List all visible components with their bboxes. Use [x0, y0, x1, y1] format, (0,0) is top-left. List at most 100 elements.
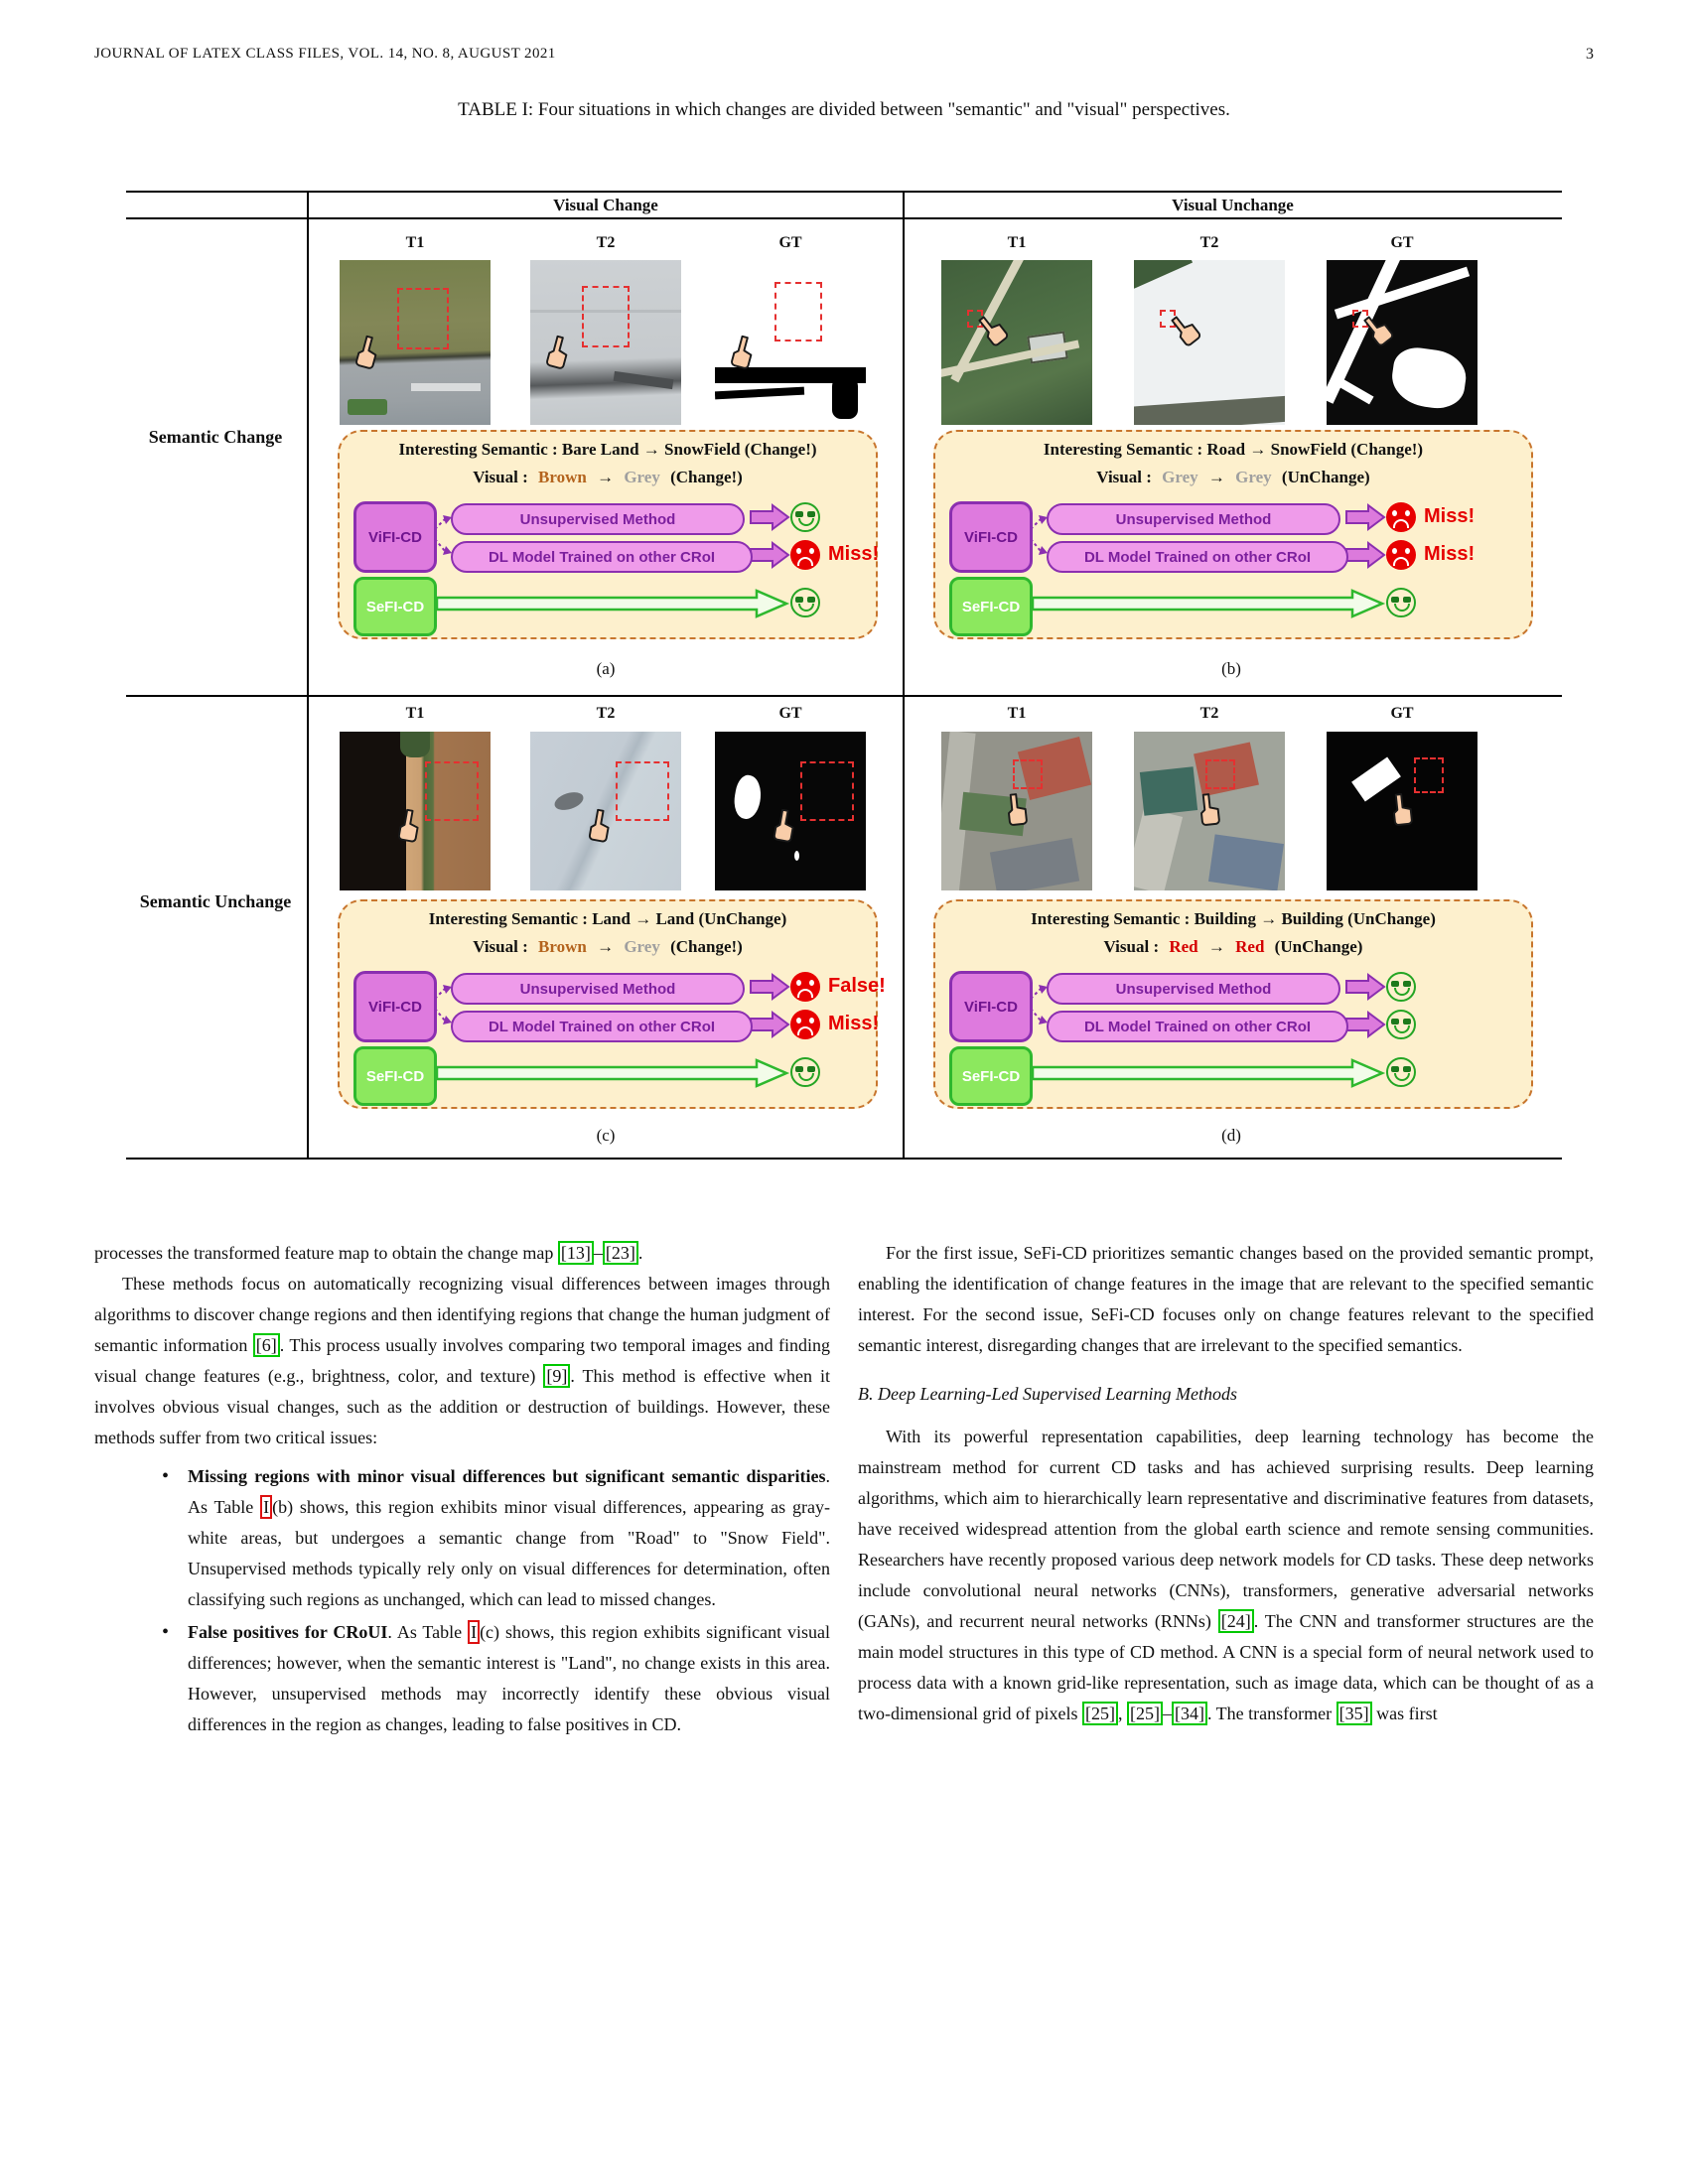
visual-from: Red [1169, 937, 1198, 956]
mask-shape [1388, 344, 1470, 412]
method-capsule-dl-model: DL Model Trained on other CRoI [1047, 1011, 1348, 1042]
outcome-note: Miss! [828, 1013, 880, 1034]
image-label-t2: T2 [596, 234, 616, 251]
image-label-t1: T1 [405, 234, 425, 251]
image-label-t2: T2 [1199, 234, 1219, 251]
roi-box [1414, 757, 1444, 793]
visual-to: Grey [624, 937, 660, 956]
image-label-t2: T2 [596, 705, 616, 722]
table-ref-link[interactable]: I [260, 1495, 273, 1519]
diagram-panel-a: Interesting Semantic : Bare Land → SnowF… [338, 430, 879, 639]
arrow-glyph: → [597, 937, 615, 956]
arrow-glyph: → [1207, 937, 1225, 956]
outcome-face-icon [1386, 540, 1416, 570]
table-rule-middle [126, 695, 1562, 697]
gt-mask-c [715, 732, 866, 890]
method-capsule-dl-model: DL Model Trained on other CRoI [451, 541, 753, 573]
visual-from: Brown [538, 468, 587, 486]
terrain-shape [399, 732, 430, 757]
visual-result: (Change!) [670, 468, 743, 486]
arrow-glyph: → [1207, 468, 1225, 486]
image-label-t2: T2 [1199, 705, 1219, 722]
semantic-line: Interesting Semantic : Building → Buildi… [1031, 909, 1436, 928]
mask-shape [731, 773, 765, 821]
subfigure-caption-b: (b) [1221, 659, 1241, 678]
section-heading: B. Deep Learning-Led Supervised Learning… [858, 1384, 1237, 1404]
outcome-face-icon [790, 1057, 820, 1087]
diagram-panel-c: Interesting Semantic : Land → Land (UnCh… [338, 899, 886, 1109]
semantic-line: Interesting Semantic : Bare Land → SnowF… [398, 440, 817, 459]
terrain-shape [411, 383, 481, 391]
table-rule-top [126, 191, 1562, 193]
roi-box [582, 286, 630, 347]
outcome-face-icon [1386, 588, 1416, 617]
page-number: 3 [1586, 46, 1594, 63]
roof-shape [1139, 766, 1198, 816]
table-title: TABLE I: Four situations in which change… [458, 99, 1230, 120]
outcome-face-icon [790, 1010, 820, 1039]
hand-cursor-icon [766, 807, 800, 846]
citation-link[interactable]: [6] [252, 1333, 280, 1357]
table-divider-labels [307, 191, 309, 1159]
satellite-image-d-t2 [1134, 732, 1285, 890]
paragraph: These methods focus on automatically rec… [94, 1274, 830, 1447]
citation-link[interactable]: [25] [1126, 1702, 1163, 1725]
paragraph: processes the transformed feature map to… [94, 1241, 643, 1265]
table-ref-link[interactable]: I [468, 1620, 481, 1644]
roi-box [397, 288, 449, 349]
roi-box [616, 761, 669, 821]
satellite-image-a-t1 [340, 260, 491, 425]
citation-link[interactable]: [35] [1336, 1702, 1372, 1725]
method-capsule-dl-model: DL Model Trained on other CRoI [451, 1011, 753, 1042]
subfigure-caption-a: (a) [596, 659, 616, 678]
outcome-face-icon [1386, 1010, 1416, 1039]
visual-result: (UnChange) [1274, 937, 1363, 956]
outcome-face-icon [1386, 502, 1416, 532]
diagram-panel-b: Interesting Semantic : Road → SnowField … [933, 430, 1533, 639]
visual-to: Red [1235, 937, 1265, 956]
satellite-image-a-t2 [530, 260, 681, 425]
hand-cursor-icon [538, 333, 576, 373]
visual-line: Visual : Red → Red (UnChange) [935, 937, 1531, 957]
terrain-shape [1134, 260, 1194, 291]
method-capsule-unsupervised: Unsupervised Method [451, 973, 745, 1005]
citation-link[interactable]: [23] [602, 1241, 638, 1265]
terrain-shape [530, 309, 681, 313]
visual-prefix: Visual : [1096, 468, 1152, 486]
sefi-cd-box: SeFI-CD [353, 577, 437, 636]
citation-link[interactable]: [25] [1081, 1702, 1118, 1725]
body-column-right: For the first issue, SeFi-CD prioritizes… [858, 1238, 1594, 1729]
outcome-note: Miss! [1424, 543, 1476, 565]
satellite-image-b-t2 [1134, 260, 1285, 425]
semantic-line: Interesting Semantic : Land → Land (UnCh… [428, 909, 787, 928]
citation-link[interactable]: [34] [1171, 1702, 1207, 1725]
terrain-shape [613, 371, 673, 390]
citation-link[interactable]: [13] [557, 1241, 594, 1265]
visual-from: Brown [538, 937, 587, 956]
row-header-semantic-change: Semantic Change [148, 427, 283, 447]
satellite-image-b-t1 [941, 260, 1092, 425]
sefi-cd-box: SeFI-CD [949, 1046, 1033, 1106]
image-label-t1: T1 [1007, 234, 1027, 251]
satellite-image-c-t1 [340, 732, 491, 890]
vifi-cd-box: ViFI-CD [949, 971, 1033, 1042]
outcome-face-icon [790, 588, 820, 617]
paragraph: With its powerful representation capabil… [858, 1427, 1595, 1725]
image-label-gt: GT [778, 234, 802, 251]
method-capsule-unsupervised: Unsupervised Method [451, 503, 745, 535]
list-item: Missing regions with minor visual differ… [154, 1461, 830, 1615]
hand-cursor-icon [1192, 792, 1224, 829]
table-divider-center [903, 191, 905, 1159]
vifi-cd-box: ViFI-CD [353, 501, 437, 573]
image-label-gt: GT [1390, 705, 1414, 722]
image-label-gt: GT [778, 705, 802, 722]
issues-list: Missing regions with minor visual differ… [94, 1461, 830, 1740]
outcome-note: False! [828, 975, 886, 997]
sefi-cd-box: SeFI-CD [949, 577, 1033, 636]
diagram-panel-d: Interesting Semantic : Building → Buildi… [933, 899, 1533, 1109]
body-column-left: processes the transformed feature map to… [94, 1238, 830, 1740]
citation-link[interactable]: [24] [1217, 1609, 1254, 1633]
citation-link[interactable]: [9] [543, 1364, 571, 1388]
outcome-face-icon [790, 502, 820, 532]
